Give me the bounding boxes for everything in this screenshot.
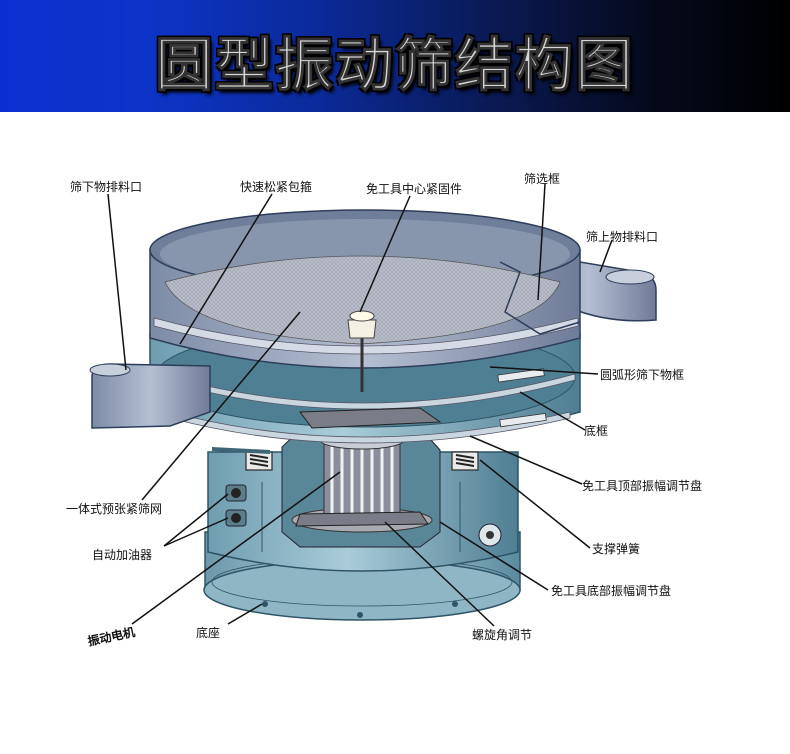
page-title: 圆型振动筛结构图 [154, 31, 635, 100]
label-base: 底座 [196, 626, 221, 640]
support-springs [212, 447, 479, 471]
diagram-area: 筛下物排料口 快速松紧包箍 免工具中心紧固件 筛选框 筛上物排料口 圆弧形筛下物… [0, 112, 790, 750]
label-toolfree-bottom-amplitude-disc: 免工具底部振幅调节盘 [551, 584, 672, 598]
label-bottom-frame: 底框 [584, 424, 609, 438]
title-banner: 圆型振动筛结构图 [0, 0, 790, 112]
screen-frame [149, 209, 581, 369]
under-discharge-spout [89, 363, 211, 429]
label-auto-oiler: 自动加油器 [92, 548, 153, 562]
bottom-amplitude-disc [295, 511, 429, 527]
top-amplitude-disc [299, 407, 442, 429]
label-integrated-pretension-mesh: 一体式预张紧筛网 [66, 502, 163, 516]
label-support-spring: 支撑弹簧 [592, 542, 641, 556]
label-screen-over-discharge: 筛上物排料口 [586, 230, 659, 244]
vibrating-screen-illustration [89, 183, 657, 627]
leader-lines [107, 183, 613, 627]
label-toolfree-center-fastener: 免工具中心紧固件 [366, 182, 463, 196]
label-helix-angle-adjust: 螺旋角调节 [472, 628, 533, 642]
label-quick-release-clamp: 快速松紧包箍 [240, 180, 313, 194]
label-screen-under-discharge: 筛下物排料口 [70, 180, 143, 194]
label-screen-frame: 筛选框 [524, 172, 561, 186]
center-fastener [347, 310, 377, 392]
label-toolfree-top-amplitude-disc: 免工具顶部振幅调节盘 [582, 479, 703, 493]
label-arc-under-frame: 圆弧形筛下物框 [600, 368, 685, 382]
